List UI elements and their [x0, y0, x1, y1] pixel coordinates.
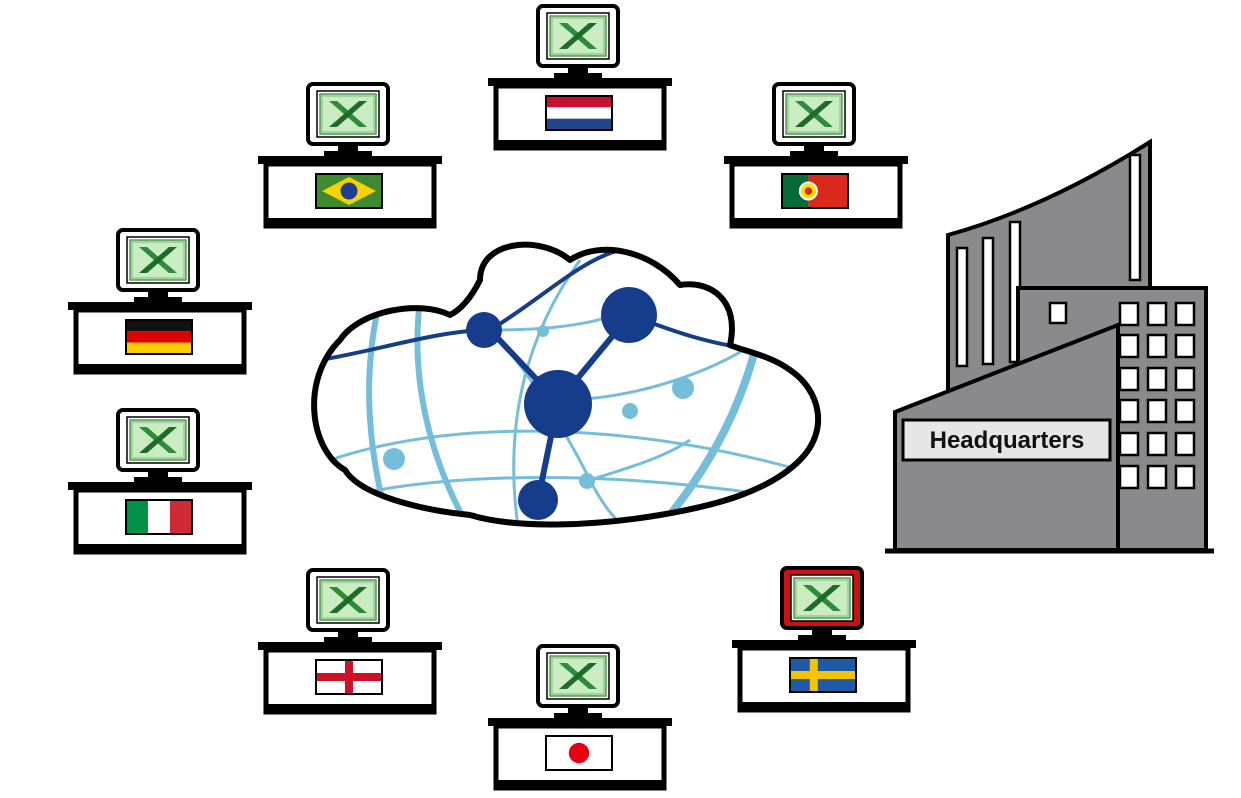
building-window — [1174, 398, 1196, 424]
building-window — [1118, 301, 1140, 327]
sweden-flag — [789, 657, 857, 693]
netherlands-flag — [545, 95, 613, 131]
monitor — [772, 82, 856, 146]
workstation-brazil — [258, 82, 442, 229]
building-window — [1118, 398, 1140, 424]
building-window — [1174, 464, 1196, 490]
japan-flag — [545, 735, 613, 771]
workstations — [68, 4, 916, 791]
network-node — [466, 312, 502, 348]
workstation-japan — [488, 644, 672, 791]
monitor — [536, 644, 620, 708]
monitor — [116, 228, 200, 292]
brazil-flag — [315, 173, 383, 209]
building-window — [1118, 333, 1140, 359]
workstation-england — [258, 568, 442, 715]
network-node — [622, 403, 638, 419]
network-node — [537, 325, 549, 337]
building-window — [1146, 333, 1168, 359]
network-node — [383, 448, 405, 470]
building-window — [1118, 431, 1140, 457]
excel-icon — [129, 239, 187, 281]
building-window — [1118, 366, 1140, 392]
italy-flag — [125, 499, 193, 535]
network-node — [601, 287, 657, 343]
excel-icon — [785, 93, 843, 135]
building-window — [1174, 301, 1196, 327]
excel-icon — [793, 577, 851, 619]
network-node — [672, 377, 694, 399]
workstation-germany — [68, 228, 252, 375]
headquarters-building: Headquarters — [885, 138, 1214, 554]
building-window — [1146, 366, 1168, 392]
workstation-sweden — [732, 566, 916, 713]
portugal-flag — [781, 173, 849, 209]
network-hub — [524, 370, 592, 438]
workstation-portugal — [724, 82, 908, 229]
building-window — [1146, 398, 1168, 424]
building-window — [1118, 464, 1140, 490]
monitor — [536, 4, 620, 68]
monitor — [780, 566, 864, 630]
excel-icon — [319, 93, 377, 135]
excel-icon — [129, 419, 187, 461]
network-node — [518, 480, 558, 520]
building-window — [1146, 301, 1168, 327]
building-window — [1146, 464, 1168, 490]
building-window — [1174, 431, 1196, 457]
headquarters-sign — [901, 418, 1112, 462]
monitor — [116, 408, 200, 472]
germany-flag — [125, 319, 193, 355]
cloud — [311, 241, 821, 528]
excel-icon — [319, 579, 377, 621]
building-window — [1174, 366, 1196, 392]
workstation-italy — [68, 408, 252, 555]
monitor — [306, 568, 390, 632]
monitor — [306, 82, 390, 146]
excel-icon — [549, 655, 607, 697]
excel-icon — [549, 15, 607, 57]
headquarters-label: Headquarters — [930, 427, 1085, 454]
desk — [68, 482, 252, 555]
england-flag — [315, 659, 383, 695]
network-node — [579, 473, 595, 489]
workstation-netherlands — [488, 4, 672, 151]
building-window — [1174, 333, 1196, 359]
building-window — [1146, 431, 1168, 457]
